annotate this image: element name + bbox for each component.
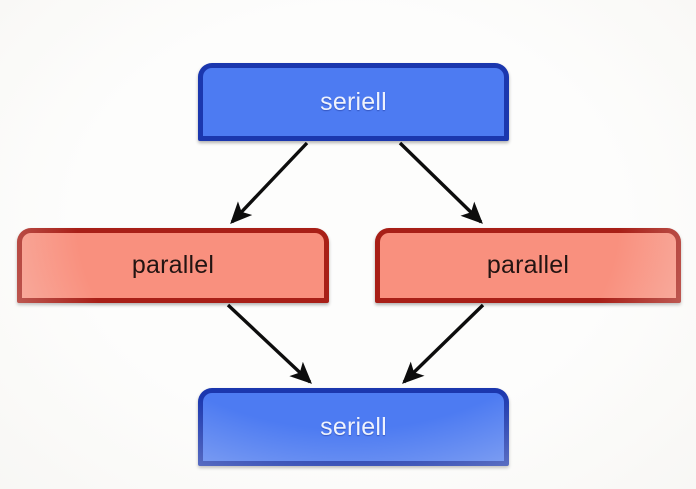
node-label: parallel bbox=[131, 251, 215, 279]
edge-top-to-parallel-left bbox=[230, 141, 309, 224]
node-label: parallel bbox=[486, 251, 570, 279]
node-seriell-top[interactable]: seriell bbox=[198, 63, 509, 141]
node-label: seriell bbox=[320, 412, 387, 441]
node-label: seriell bbox=[320, 87, 387, 116]
node-parallel-left[interactable]: parallel bbox=[17, 228, 329, 303]
edge-top-to-parallel-right bbox=[398, 141, 483, 224]
edge-parallel-right-to-bottom bbox=[402, 303, 485, 384]
edge-parallel-left-to-bottom bbox=[226, 303, 312, 384]
node-parallel-right[interactable]: parallel bbox=[375, 228, 681, 303]
node-seriell-bottom[interactable]: seriell bbox=[198, 388, 509, 466]
